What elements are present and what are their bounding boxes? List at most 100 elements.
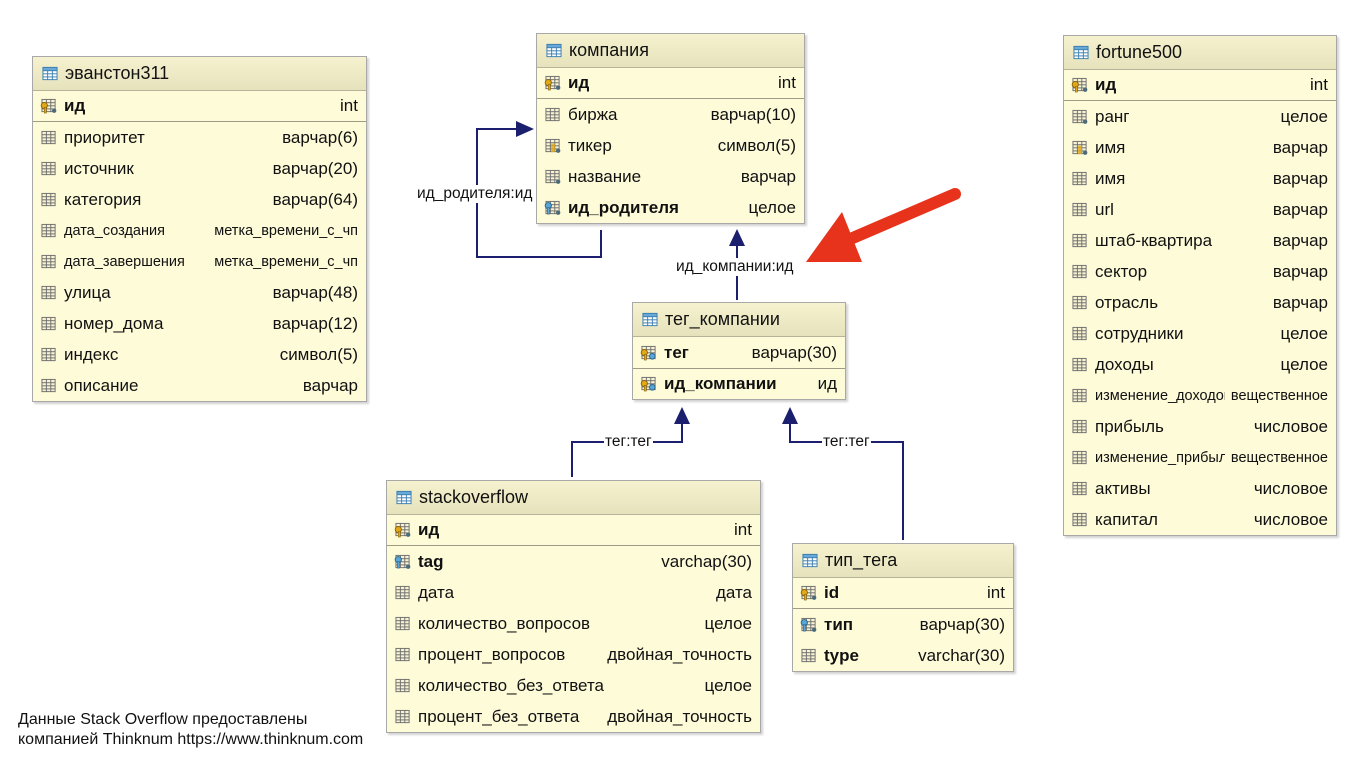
column-type: варчар: [1272, 261, 1328, 281]
column-row[interactable]: количество_вопросов целое: [387, 608, 760, 639]
table-header[interactable]: stackoverflow: [387, 481, 760, 515]
column-name: дата_создания: [64, 222, 165, 239]
column-name: количество_вопросов: [418, 613, 591, 633]
column-type: варчар: [302, 375, 358, 395]
column-name: type: [824, 645, 859, 665]
column-type: int: [987, 583, 1005, 602]
column-type: варчар(48): [272, 282, 358, 302]
table-header[interactable]: fortune500: [1064, 36, 1336, 70]
table-header[interactable]: компания: [537, 34, 804, 68]
table-title: компания: [569, 40, 649, 60]
column-name: сотрудники: [1095, 323, 1184, 343]
fk-icon: [544, 200, 561, 215]
table-header[interactable]: эванстон311: [33, 57, 366, 91]
column-name: ид: [418, 520, 440, 539]
column-name: процент_вопросов: [418, 644, 566, 664]
column-name: капитал: [1095, 509, 1158, 529]
footer-line-1: Данные Stack Overflow предоставлены: [18, 711, 308, 728]
column-type: варчар(30): [919, 614, 1005, 634]
column-row[interactable]: имя варчар: [1064, 163, 1336, 194]
column-name: ид_родителя: [568, 197, 679, 217]
column-type: целое: [704, 613, 752, 633]
column-icon: [1072, 512, 1087, 526]
column-type: символ(5): [717, 135, 796, 155]
column-row[interactable]: сектор варчар: [1064, 256, 1336, 287]
column-name: сектор: [1095, 261, 1148, 281]
column-icon: [41, 316, 56, 330]
table-header[interactable]: тег_компании: [633, 303, 845, 337]
column-type: варчар: [1272, 168, 1328, 188]
relation-label-tag-left: тег:тег: [604, 433, 653, 451]
column-name: доходы: [1095, 354, 1154, 374]
column-type: вещественное: [1230, 387, 1328, 404]
column-name: количество_без_ответа: [418, 675, 604, 695]
table-icon: [42, 66, 58, 80]
column-type: варчар(20): [272, 158, 358, 178]
column-icon: [1072, 264, 1087, 278]
column-icon: [1072, 450, 1087, 464]
column-type: целое: [1280, 354, 1328, 374]
column-icon: [801, 648, 816, 662]
column-icon: [41, 285, 56, 299]
column-type: int: [734, 520, 752, 539]
table-header[interactable]: тип_тега: [793, 544, 1013, 578]
column-row[interactable]: доходы целое: [1064, 349, 1336, 380]
column-type: вещественное: [1230, 449, 1328, 466]
column-name: имя: [1095, 137, 1126, 157]
pk-icon: [800, 585, 817, 601]
column-name: имя: [1095, 168, 1126, 188]
column-icon: [41, 161, 56, 175]
table-icon: [396, 490, 412, 504]
column-row[interactable]: ид int: [387, 515, 760, 546]
pk-fk-icon: [640, 376, 656, 392]
column-type: символ(5): [279, 344, 358, 364]
fk-icon: [394, 554, 411, 569]
column-icon: [1072, 326, 1087, 340]
pk-icon: [1071, 77, 1088, 93]
